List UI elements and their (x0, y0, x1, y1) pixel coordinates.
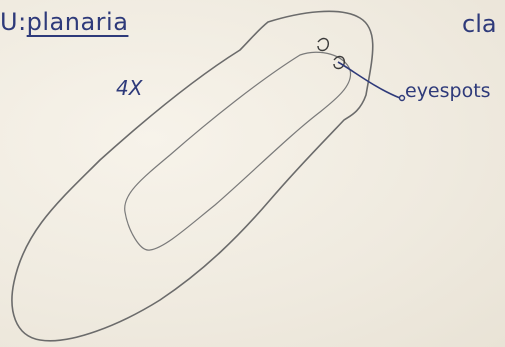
eyespots-pointer-dot (400, 96, 405, 101)
eyespot-left (318, 39, 328, 51)
title-name: planaria (27, 8, 129, 36)
eyespots-label: eyespots (405, 82, 491, 101)
planaria-body-outline (12, 11, 373, 340)
sketch-title: U:planaria (0, 10, 128, 34)
corner-text: cla (462, 12, 497, 36)
planaria-gut-outline (125, 52, 351, 250)
magnification-label: 4X (116, 78, 142, 98)
title-prefix: U: (0, 8, 27, 36)
